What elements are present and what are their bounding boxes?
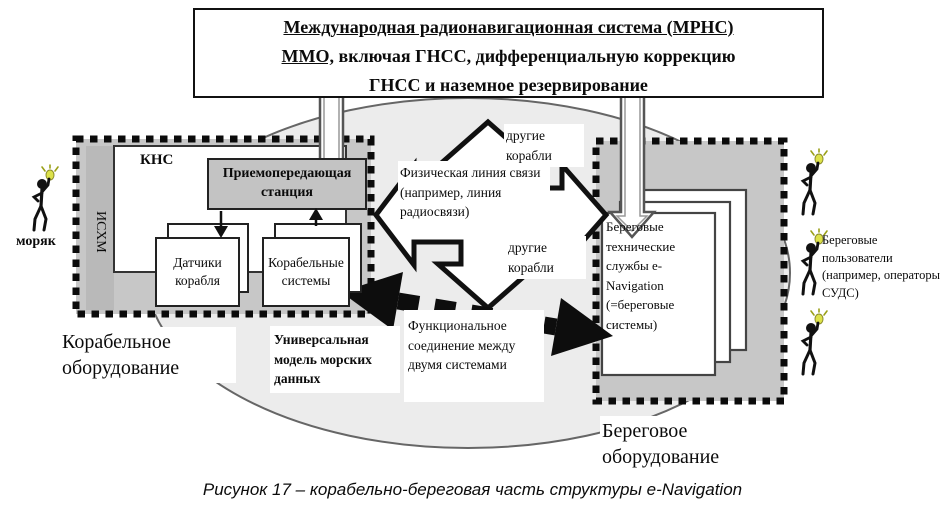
other-ships-label-top: другие корабли [504,124,584,168]
mrns-title-line1: Международная радионавигационная система… [283,17,734,37]
figure-caption: Рисунок 17 – корабельно-береговая часть … [202,480,743,499]
transceiver-station-box: Приемопередающая станция [207,158,367,210]
ishm-label: ИСХМ [93,211,108,253]
mrns-to-shore-arrow [607,96,657,239]
functional-link-arrowhead-right [551,298,613,356]
mrns-title-box: Международная радионавигационная система… [193,8,824,98]
mrns-to-shore-arrow-inner [615,96,649,233]
shore-user-figure-icon [801,307,829,376]
kns-label: КНС [140,152,174,168]
mrns-title-line2: ММО, включая ГНСС, дифференциальную корр… [281,46,736,66]
functional-link-label: Функциональное соединение между двумя си… [404,310,544,402]
shore-users-label: Береговые пользователи (например, операт… [822,233,940,300]
physical-link-label: Физическая линия связи (например, линия … [398,161,550,224]
other-ships-label-bottom: другие корабли [506,236,586,280]
shore-equipment-label: Береговое оборудование [600,416,772,472]
sailor-label: моряк [16,234,56,249]
ship-systems-box: Корабельные системы [262,237,350,307]
ishm-strip-rect [86,146,114,310]
shore-user-figure-icon [801,147,829,216]
ship-sensors-box: Датчики корабля [155,237,240,307]
ship-equipment-label: Корабельное оборудование [60,327,236,383]
functional-link-arrowhead-left [341,272,403,330]
shore-services-label: Береговые технические службы e-Navigatio… [606,219,676,332]
shore-services-page-front [600,211,717,377]
universal-maritime-data-model-label: Универсальная модель морских данных [270,326,400,393]
mrns-title-line3: ГНСС и наземное резервирование [369,75,648,95]
sailor-figure-icon [32,163,60,232]
